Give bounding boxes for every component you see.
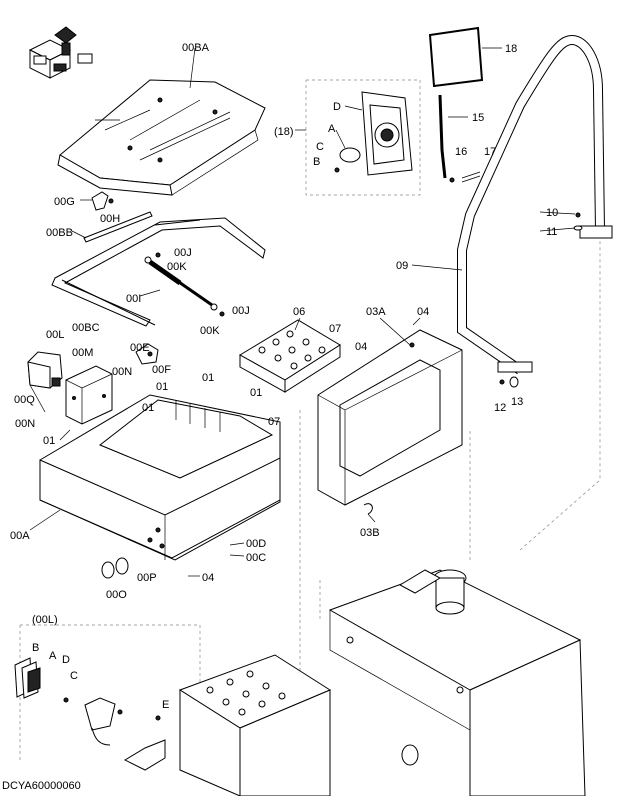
part-label: 00N: [112, 366, 133, 378]
clip-03b: [363, 503, 373, 515]
part-label: 01: [156, 381, 169, 393]
part-label: 00BB: [46, 227, 73, 239]
part-label: 00H: [100, 213, 121, 225]
drawing-code: DCYA60000060: [2, 780, 81, 792]
part-label: 17: [484, 146, 497, 158]
part-label: 00E: [130, 342, 150, 354]
grommets-00o: [101, 557, 129, 579]
part-label: C: [316, 141, 324, 153]
seat-base-00a: [39, 394, 281, 561]
part-label: B: [32, 642, 40, 654]
part-label: 07: [329, 323, 342, 335]
part-label: 00C: [246, 552, 267, 564]
part-label: D: [333, 101, 341, 113]
part-label: 01: [43, 435, 56, 447]
part-label: 10: [546, 207, 559, 219]
part-label: 01: [250, 387, 263, 399]
part-label: 00M: [72, 347, 94, 359]
mirror-rod-15: [438, 94, 481, 183]
part-label: 00BC: [72, 322, 100, 334]
seat-top-cover: [57, 47, 266, 196]
part-label: 00D: [246, 538, 267, 550]
frame-seal-00bc: [51, 217, 266, 327]
part-label: 00J: [232, 305, 250, 317]
part-label: 00P: [137, 572, 157, 584]
junction-box-00m: [65, 365, 113, 425]
part-label: C: [70, 670, 78, 682]
part-label: 09: [396, 260, 409, 272]
gas-strut-00i: [144, 252, 225, 317]
part-label: 18: [505, 43, 518, 55]
part-label: 04: [355, 341, 368, 353]
part-label: 04: [202, 572, 215, 584]
step-platform: [178, 654, 332, 796]
part-label: E: [162, 699, 170, 711]
part-label: B: [313, 156, 321, 168]
part-label: 00A: [10, 530, 30, 542]
leader-lines: [29, 47, 576, 577]
part-label: 12: [494, 402, 507, 414]
part-label: 13: [511, 396, 524, 408]
bracket-00g: [80, 191, 114, 211]
part-label: 07: [268, 416, 281, 428]
clip-00e: [135, 343, 159, 365]
work-lamp-00l: [27, 351, 63, 389]
part-label: D: [62, 654, 70, 666]
part-label: (00L): [32, 614, 58, 626]
part-label: 03B: [360, 527, 380, 539]
part-label: 00K: [167, 261, 187, 273]
part-label: 11: [546, 226, 558, 238]
part-label: 00O: [106, 589, 127, 601]
part-label: 00Q: [14, 394, 35, 406]
side-door-03a: [317, 329, 463, 506]
mirror-18: [428, 26, 484, 88]
part-label: 03A: [366, 306, 386, 318]
part-label: (18): [274, 126, 294, 138]
machine-body: [328, 569, 586, 796]
part-label: 00K: [200, 325, 220, 337]
part-label: 00I: [126, 293, 142, 305]
seal-strip-00bb: [83, 211, 153, 243]
part-label: 00F: [152, 364, 171, 376]
part-label: 06: [293, 306, 306, 318]
part-label: 00BA: [182, 42, 209, 54]
mirror-bracket: [334, 91, 413, 176]
part-label: 00L: [46, 329, 65, 341]
handrail-09: [457, 34, 613, 388]
step-plate-06: [239, 319, 341, 393]
part-label: 04: [417, 306, 430, 318]
part-label: A: [49, 650, 57, 662]
orientation-icon: [28, 26, 93, 79]
part-label: 16: [455, 146, 468, 158]
part-label: 01: [202, 372, 215, 384]
part-label: 01: [142, 402, 155, 414]
part-label: A: [328, 123, 336, 135]
part-label: 00J: [174, 247, 192, 259]
part-label: 00G: [54, 196, 75, 208]
lamp-exploded-00l: [14, 657, 166, 771]
part-label: 15: [472, 112, 485, 124]
part-label: 00N: [15, 418, 36, 430]
